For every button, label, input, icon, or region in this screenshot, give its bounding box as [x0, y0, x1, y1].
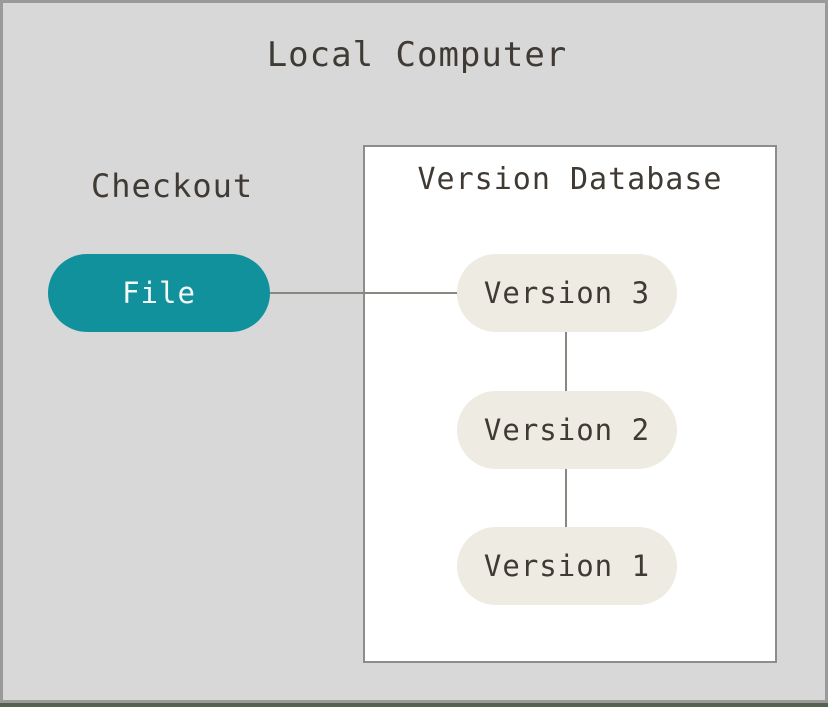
version-database-title: Version Database: [417, 162, 723, 197]
version3-to-version2-connector: [565, 332, 567, 391]
diagram-title: Local Computer: [266, 35, 568, 75]
file-to-version3-connector: [268, 292, 459, 294]
file-node: File: [48, 254, 270, 332]
file-node-label: File: [122, 276, 196, 310]
version-1-label: Version 1: [483, 549, 651, 583]
version-2-node: Version 2: [457, 391, 677, 469]
version-2-label: Version 2: [483, 413, 651, 447]
version-3-node: Version 3: [457, 254, 677, 332]
checkout-label: Checkout: [91, 167, 254, 205]
version-3-label: Version 3: [483, 276, 651, 310]
version-1-node: Version 1: [457, 527, 677, 605]
version2-to-version1-connector: [565, 469, 567, 527]
window-edge-strip: [0, 703, 828, 707]
